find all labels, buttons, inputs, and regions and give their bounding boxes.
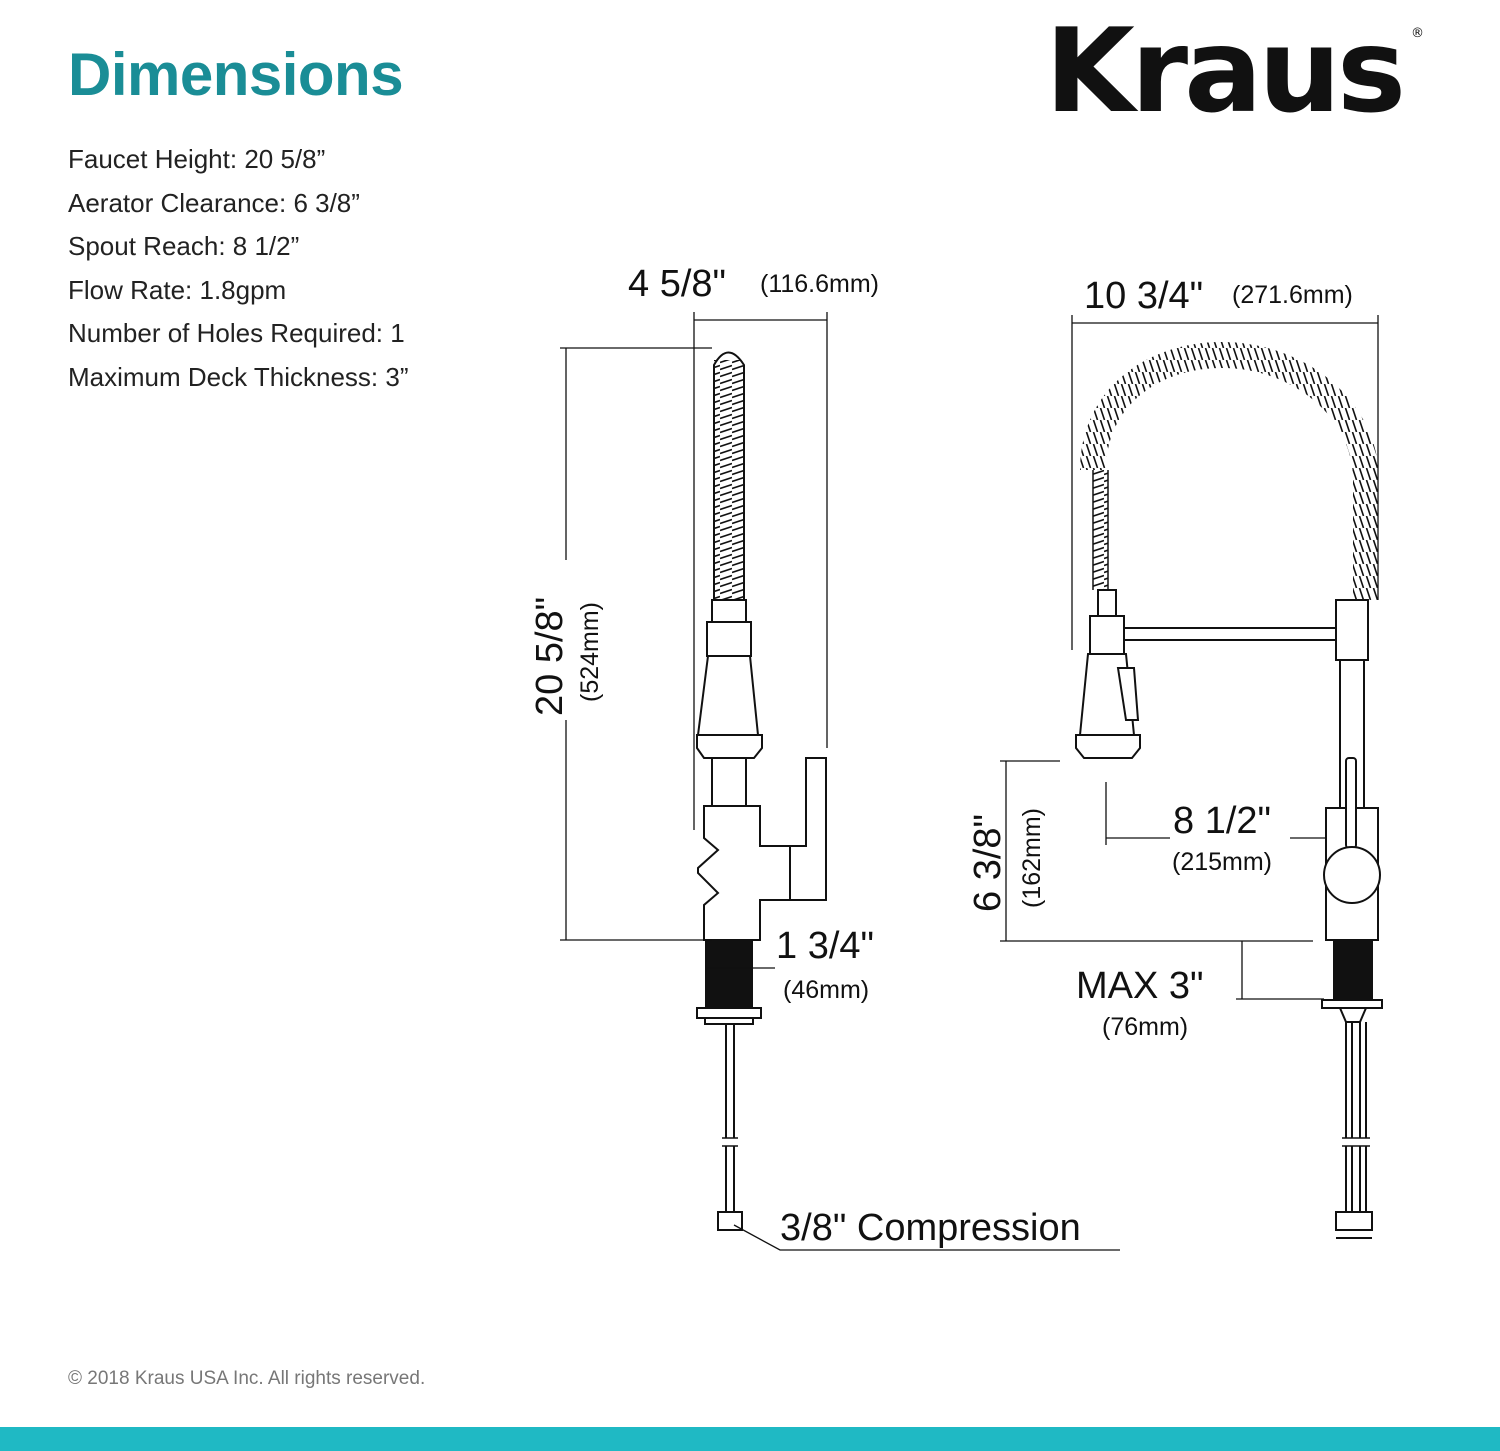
reach-value: 8 1/2" [1173, 800, 1271, 842]
spec-list: Faucet Height: 20 5/8” Aerator Clearance… [68, 140, 409, 402]
kraus-logo: Kraus [1045, 4, 1406, 139]
height-value: 20 5/8" [529, 597, 571, 716]
reach-metric: (215mm) [1172, 848, 1272, 876]
spec-flow-rate: Flow Rate: 1.8gpm [68, 274, 287, 305]
connection-value: 3/8" Compression [780, 1207, 1081, 1249]
dimension-lines [560, 312, 1379, 1251]
bottom-accent-bar [0, 1427, 1500, 1451]
clearance-value: 6 3/8" [967, 814, 1009, 912]
registered-mark: ® [1411, 26, 1424, 41]
page-title: Dimensions [68, 41, 404, 108]
height-metric: (524mm) [576, 602, 604, 702]
base-value: 1 3/4" [776, 925, 874, 967]
base-metric: (46mm) [783, 976, 869, 1004]
spec-deck-thickness: Maximum Deck Thickness: 3” [68, 361, 409, 392]
width-side-metric: (116.6mm) [760, 270, 879, 298]
deck-metric: (76mm) [1102, 1013, 1188, 1041]
width-side-value: 4 5/8" [628, 263, 726, 305]
front-view-faucet [1075, 341, 1383, 1239]
width-front-value: 10 3/4" [1084, 275, 1203, 317]
clearance-metric: (162mm) [1018, 808, 1046, 908]
deck-value: MAX 3" [1076, 965, 1204, 1007]
spec-holes-required: Number of Holes Required: 1 [68, 318, 405, 349]
spec-spout-reach: Spout Reach: 8 1/2” [68, 231, 300, 262]
spec-faucet-height: Faucet Height: 20 5/8” [68, 144, 326, 174]
width-front-metric: (271.6mm) [1232, 281, 1353, 309]
copyright-text: © 2018 Kraus USA Inc. All rights reserve… [68, 1368, 426, 1389]
spec-aerator-clearance: Aerator Clearance: 6 3/8” [68, 187, 360, 218]
side-view-faucet [696, 351, 827, 1231]
